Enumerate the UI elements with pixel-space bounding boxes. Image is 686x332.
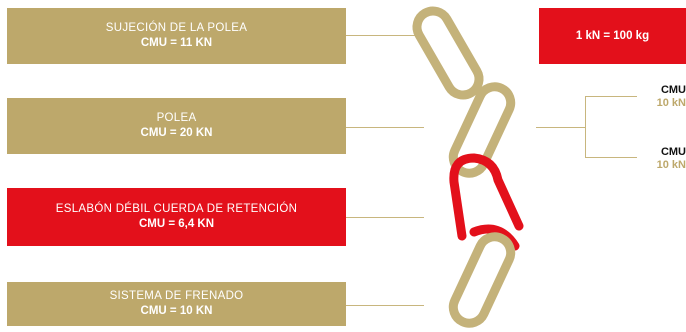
connector-line-4 — [346, 305, 424, 306]
branch-label-top: CMU 10 kN — [657, 84, 686, 110]
chain-link-2 — [448, 82, 516, 178]
branch-label: CMU — [660, 84, 686, 96]
component-cmu: CMU = 11 KN — [140, 37, 213, 49]
component-cmu: CMU = 10 KN — [140, 305, 213, 317]
component-name: POLEA — [156, 112, 197, 124]
chain-link-1 — [412, 6, 484, 100]
branch-vertical — [585, 96, 586, 158]
branch-label-bottom: CMU 10 kN — [657, 146, 686, 172]
connector-line-3 — [346, 217, 424, 218]
component-weak-link: ESLABÓN DÉBIL CUERDA DE RETENCIÓN CMU = … — [7, 188, 346, 246]
connector-line-1 — [346, 35, 424, 36]
component-pulley-mount: SUJECIÓN DE LA POLEA CMU = 11 KN — [7, 8, 346, 64]
component-braking-system: SISTEMA DE FRENADO CMU = 10 KN — [7, 282, 346, 326]
component-name: SISTEMA DE FRENADO — [109, 290, 244, 302]
component-cmu: CMU = 20 KN — [140, 127, 213, 139]
component-cmu: CMU = 6,4 KN — [138, 218, 215, 230]
chain-link-3-weak-lower — [469, 224, 520, 251]
branch-bottom — [585, 157, 637, 158]
component-name: SUJECIÓN DE LA POLEA — [105, 22, 248, 34]
connector-line-2 — [346, 127, 424, 128]
branch-stem — [536, 127, 586, 128]
branch-label: CMU — [660, 146, 686, 158]
branch-top — [585, 96, 637, 97]
unit-conversion-badge: 1 kN = 100 kg — [539, 8, 686, 64]
chain-link-4 — [448, 232, 516, 328]
unit-conversion-text: 1 kN = 100 kg — [575, 29, 650, 42]
branch-value: 10 kN — [656, 159, 686, 171]
component-name: ESLABÓN DÉBIL CUERDA DE RETENCIÓN — [55, 203, 298, 215]
component-pulley: POLEA CMU = 20 KN — [7, 98, 346, 154]
chain-link-3-weak — [449, 153, 524, 241]
branch-value: 10 kN — [656, 97, 686, 109]
